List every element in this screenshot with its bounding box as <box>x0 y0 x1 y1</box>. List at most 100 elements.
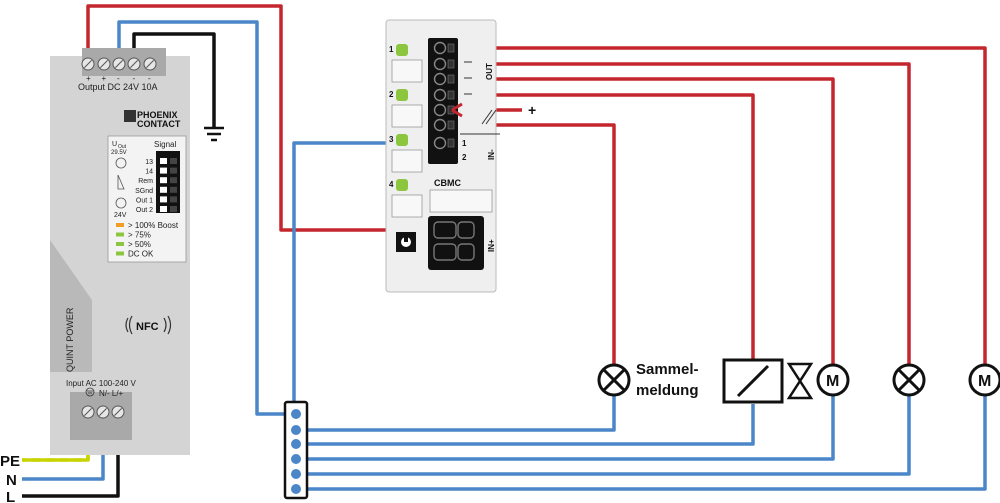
terminal-polarity-label: + <box>86 74 91 83</box>
nfc-label: NFC <box>136 321 159 333</box>
cbmc-channel-button[interactable] <box>391 149 423 173</box>
signal-pin-socket <box>160 196 167 203</box>
signal-pin-label: Rem <box>138 178 153 185</box>
svg-text:CONTACT: CONTACT <box>137 119 181 129</box>
cbmc-in-connector <box>428 216 484 270</box>
cbmc-channel-led <box>396 134 408 146</box>
signal-pin-label: Out 1 <box>136 197 153 204</box>
lamp-icon <box>597 363 631 397</box>
phoenix-logo: PHOENIX CONTACT <box>124 110 181 129</box>
output-polarity: ++--- <box>86 74 151 83</box>
cbmc-out-pin <box>433 136 447 150</box>
wire-out-3 <box>442 77 835 366</box>
status-led-label: > 75% <box>128 231 151 240</box>
cbmc-out-pin-lever <box>447 90 455 100</box>
status-leds: > 100% Boost> 75%> 50%DC OK <box>116 221 179 259</box>
ground-icon <box>204 126 224 142</box>
cbmc-out-pin-lever <box>447 138 455 148</box>
status-led-label: > 50% <box>128 240 151 249</box>
signal-pin-lever <box>170 177 177 184</box>
wire-ret-motor-2 <box>296 396 987 491</box>
wire-ret-sammel <box>296 394 616 432</box>
status-led <box>116 242 124 246</box>
terminal-point <box>291 469 301 479</box>
cbmc-side-marks <box>460 61 500 135</box>
voltage-min: 24V <box>114 212 127 219</box>
signal-pin-lever <box>170 206 177 212</box>
wire-psu-plus-to-cbmc-in <box>86 4 440 232</box>
signal-pin-socket <box>160 158 167 164</box>
cbmc-channel-number: 1 <box>389 45 394 54</box>
wire-out-1 <box>442 46 987 366</box>
signal-pin-label: Out 2 <box>136 207 153 214</box>
signal-pin-label: 13 <box>145 159 153 166</box>
motor-label: M <box>978 373 991 390</box>
signal-pin-socket <box>160 177 167 184</box>
loads: Sammel- meldung M M <box>597 358 1000 404</box>
screw-terminal <box>81 57 95 71</box>
cbmc-out-pin-lever <box>447 43 455 53</box>
cbmc-channel-led <box>396 89 408 101</box>
status-led-label: DC OK <box>128 250 154 259</box>
signal-pin-socket <box>160 186 167 193</box>
wire-psu-minus-to-strip <box>117 20 296 416</box>
terminal-strip <box>283 400 309 500</box>
terminal-point <box>291 439 301 449</box>
svg-text:PHOENIX: PHOENIX <box>137 110 178 120</box>
wire-out-2 <box>442 62 911 366</box>
cbmc-channel-button[interactable] <box>391 194 423 218</box>
terminal-polarity-label: - <box>148 74 151 83</box>
cbmc-channel-number: 4 <box>389 180 394 189</box>
cbmc-channel-led <box>396 179 408 191</box>
input-ground-icon <box>85 387 95 397</box>
cbmc-channel-number: 2 <box>389 90 394 99</box>
uout-value: 29.5V <box>111 150 127 156</box>
power-supply: ++--- Output DC 24V 10A PHOENIX CONTACT … <box>50 48 190 455</box>
motor-icon: M <box>816 363 850 397</box>
wire-ret-lamp <box>296 396 911 476</box>
status-led <box>116 223 124 227</box>
status-led <box>116 251 124 256</box>
cbmc-out-pin-lever <box>447 120 455 130</box>
collective-message-line1: Sammel- <box>636 361 699 378</box>
wire-ret-valve <box>296 404 755 446</box>
output-label: Output DC 24V 10A <box>78 82 158 92</box>
cbmc-in-plus-pin-2: 2 <box>478 249 483 258</box>
cbmc-out-pin-lever <box>447 59 455 69</box>
supply-line-n: N <box>6 472 17 489</box>
psu-stripe <box>50 240 92 372</box>
plus-mark: + <box>528 102 536 118</box>
cbmc-out-pin <box>433 103 447 117</box>
cbmc-label-field <box>429 189 493 213</box>
terminal-point <box>291 409 301 419</box>
cbmc-out-pin <box>433 41 447 55</box>
cbmc-in-minus-label: IN- <box>487 149 496 160</box>
terminal-polarity-label: - <box>117 74 120 83</box>
signal-pin-lever <box>170 167 177 174</box>
signal-pin-label: 14 <box>145 169 153 176</box>
cbmc-channel-led <box>396 44 408 56</box>
cbmc-name: CBMC <box>434 178 461 188</box>
output-terminal-block <box>81 57 157 71</box>
cbmc-channel-button[interactable] <box>391 59 423 83</box>
cbmc-in-minus-pin-1: 1 <box>462 139 467 148</box>
cbmc-in-plus-label: IN+ <box>487 239 496 252</box>
potentiometer-icon <box>115 157 127 209</box>
cbmc-out-pin <box>433 118 447 132</box>
solenoid-valve-icon <box>722 358 814 404</box>
signal-pin-label: SGnd <box>135 188 153 195</box>
signal-pin-socket <box>160 167 167 174</box>
terminal-polarity-label: - <box>133 74 136 83</box>
supply-line-l: L <box>6 489 15 503</box>
cbmc-out-pins <box>433 41 455 150</box>
signal-pin-socket <box>160 206 167 212</box>
cbmc-out-label: OUT <box>485 63 494 80</box>
cbmc-channel-button[interactable] <box>391 104 423 128</box>
signal-header: Signal <box>154 140 176 149</box>
cbmc-in-plus-pin-1: 1 <box>478 227 483 236</box>
supply-line-pe: PE <box>0 453 20 470</box>
terminal-strip-points <box>291 409 301 494</box>
terminal-point <box>291 425 301 435</box>
